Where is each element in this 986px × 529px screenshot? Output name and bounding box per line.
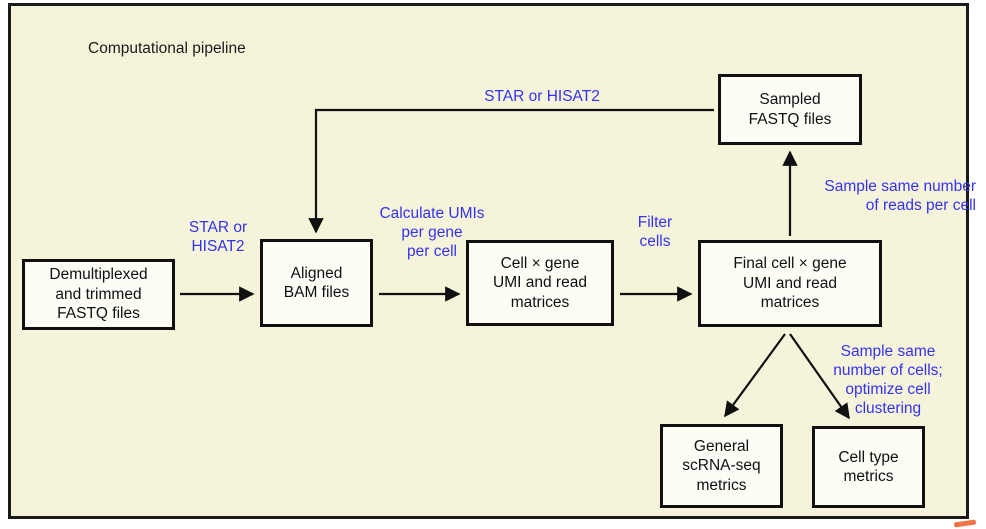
- node-cell-type-metrics: Cell type metrics: [812, 426, 925, 508]
- accent-mark-icon: [953, 519, 977, 528]
- edge-label-sample-reads-per-cell: Sample same number of reads per cell: [824, 178, 976, 214]
- page-title: Computational pipeline: [88, 40, 246, 57]
- edge-label-calculate-umis: Calculate UMIs per gene per cell: [379, 205, 485, 260]
- node-general-scrna-seq-metrics: General scRNA-seq metrics: [660, 424, 783, 508]
- edge-label-sample-cells-optimize-clustering: Sample same number of cells; optimize ce…: [833, 343, 943, 417]
- node-final-cell-gene-matrices: Final cell × gene UMI and read matrices: [698, 240, 882, 327]
- node-cell-gene-matrices: Cell × gene UMI and read matrices: [466, 240, 614, 326]
- edge-label-star-hisat2-bottom: STAR or HISAT2: [188, 219, 248, 255]
- node-demultiplexed-fastq: Demultiplexed and trimmed FASTQ files: [22, 259, 175, 330]
- node-aligned-bam: Aligned BAM files: [260, 239, 373, 327]
- edge-label-filter-cells: Filter cells: [637, 214, 673, 250]
- node-sampled-fastq: Sampled FASTQ files: [718, 74, 862, 145]
- edge-label-star-hisat2-top: STAR or HISAT2: [484, 88, 600, 105]
